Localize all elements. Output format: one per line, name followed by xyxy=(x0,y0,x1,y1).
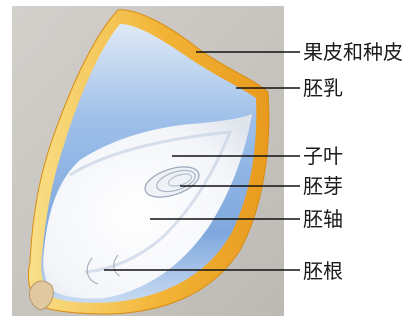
radicle-shape xyxy=(86,254,121,285)
label-radicle: 胚根 xyxy=(303,259,343,283)
label-cotyledon: 子叶 xyxy=(303,144,343,168)
leader-lines xyxy=(104,51,300,271)
plumule-shape xyxy=(144,166,200,198)
embryo-shape xyxy=(43,114,252,299)
label-plumule: 胚芽 xyxy=(303,174,343,198)
tip-cap-shape xyxy=(29,280,54,311)
label-pericarp-and-seed-coat: 果皮和种皮 xyxy=(303,40,403,64)
scutellum-shading xyxy=(69,130,233,274)
label-endosperm: 胚乳 xyxy=(303,76,343,100)
label-hypocotyl: 胚轴 xyxy=(303,207,343,231)
